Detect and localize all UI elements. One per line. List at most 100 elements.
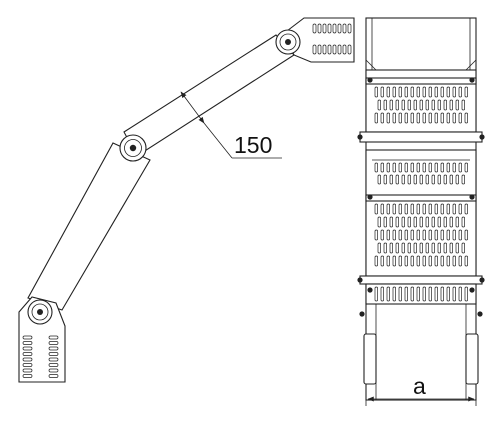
perforation-slot xyxy=(392,255,396,267)
perforation-slot xyxy=(434,86,438,98)
perforation-slot xyxy=(455,174,459,185)
plate-slot xyxy=(337,44,342,55)
perforation-slot xyxy=(404,203,408,215)
bolt xyxy=(357,277,363,283)
perforation-slot xyxy=(431,216,435,228)
perforation-slot xyxy=(401,216,405,228)
plate-slot xyxy=(317,23,322,34)
perforation-slot xyxy=(440,255,444,267)
plate-slot xyxy=(22,346,33,351)
perforation-slot xyxy=(443,174,447,185)
top-end-plate xyxy=(282,17,355,63)
perforation-slot xyxy=(380,86,384,98)
perforation-slot xyxy=(380,286,384,302)
perforation-slot xyxy=(404,112,408,124)
plate-slot xyxy=(48,346,59,351)
plate-slot xyxy=(22,357,33,362)
left-end-tab xyxy=(363,333,377,385)
perforation-slot xyxy=(401,99,405,111)
perforation-slot xyxy=(461,242,465,254)
perforation-slot xyxy=(428,203,432,215)
perforation-slot xyxy=(452,162,456,173)
perforation-slot xyxy=(416,229,420,241)
perforation-slot xyxy=(410,286,414,302)
perforation-slot xyxy=(416,112,420,124)
perforation-slot xyxy=(434,203,438,215)
perforation-slot xyxy=(410,255,414,267)
perforation-slot xyxy=(449,99,453,111)
plate-slot xyxy=(48,363,59,367)
perforation-slot xyxy=(419,99,423,111)
perforation-slot xyxy=(404,286,408,302)
plate-slot xyxy=(332,23,337,34)
perforation-slot xyxy=(440,86,444,98)
plate-slot xyxy=(327,23,332,34)
perforation-slot xyxy=(398,229,402,241)
perforation-slot xyxy=(404,86,408,98)
upper-tray-perforations xyxy=(374,86,468,124)
perforation-slot xyxy=(398,112,402,124)
perforation-slot xyxy=(446,255,450,267)
perforation-slot xyxy=(446,112,450,124)
perforation-slot xyxy=(398,162,402,173)
perforation-slot xyxy=(458,203,462,215)
perforation-slot xyxy=(455,216,459,228)
perforation-slot xyxy=(425,216,429,228)
perforation-slot xyxy=(398,203,402,215)
perforation-slot xyxy=(410,112,414,124)
width-dimension: 150 xyxy=(180,91,282,159)
bolt xyxy=(469,287,475,293)
perforation-slot xyxy=(434,286,438,302)
perforation-slot xyxy=(386,86,390,98)
right-end-tab xyxy=(465,333,479,385)
plate-slot xyxy=(22,368,33,373)
perforation-slot xyxy=(452,229,456,241)
perforation-slot xyxy=(389,216,393,228)
perforation-slot xyxy=(389,174,393,185)
perforation-slot xyxy=(380,112,384,124)
perforation-slot xyxy=(410,203,414,215)
bolt xyxy=(367,194,373,200)
perforation-slot xyxy=(413,242,417,254)
perforation-slot xyxy=(407,99,411,111)
perforation-slot xyxy=(389,242,393,254)
perforation-slot xyxy=(428,112,432,124)
perforation-slot xyxy=(374,203,378,215)
bolt xyxy=(469,194,475,200)
perforation-slot xyxy=(437,174,441,185)
perforation-slot xyxy=(434,162,438,173)
perforation-slot xyxy=(443,242,447,254)
perforation-slot xyxy=(401,174,405,185)
plate-slot xyxy=(22,352,33,356)
perforation-slot xyxy=(440,162,444,173)
perforation-slot xyxy=(422,162,426,173)
perforation-slot xyxy=(446,229,450,241)
perforation-slot xyxy=(443,216,447,228)
plate-slot xyxy=(22,363,33,367)
perforation-slot xyxy=(404,162,408,173)
plate-slot xyxy=(22,341,33,345)
perforation-slot xyxy=(374,162,378,173)
perforation-slot xyxy=(458,162,462,173)
perforation-slot xyxy=(392,203,396,215)
perforation-slot xyxy=(452,286,456,302)
perforation-slot xyxy=(464,255,468,267)
perforation-slot xyxy=(458,86,462,98)
perforation-slot xyxy=(452,112,456,124)
perforation-slot xyxy=(386,112,390,124)
perforation-slot xyxy=(416,203,420,215)
plate-slot xyxy=(327,44,332,55)
perforation-slot xyxy=(449,174,453,185)
bolt xyxy=(367,287,373,293)
plate-slot xyxy=(322,44,327,55)
perforation-slot xyxy=(383,242,387,254)
perforation-slot xyxy=(458,286,462,302)
perforation-slot xyxy=(419,216,423,228)
perforation-slot xyxy=(380,162,384,173)
perforation-slot xyxy=(431,242,435,254)
perforation-slot xyxy=(380,255,384,267)
perforation-slot xyxy=(392,162,396,173)
perforation-slot xyxy=(434,255,438,267)
perforation-slot xyxy=(464,112,468,124)
perforation-slot xyxy=(458,112,462,124)
